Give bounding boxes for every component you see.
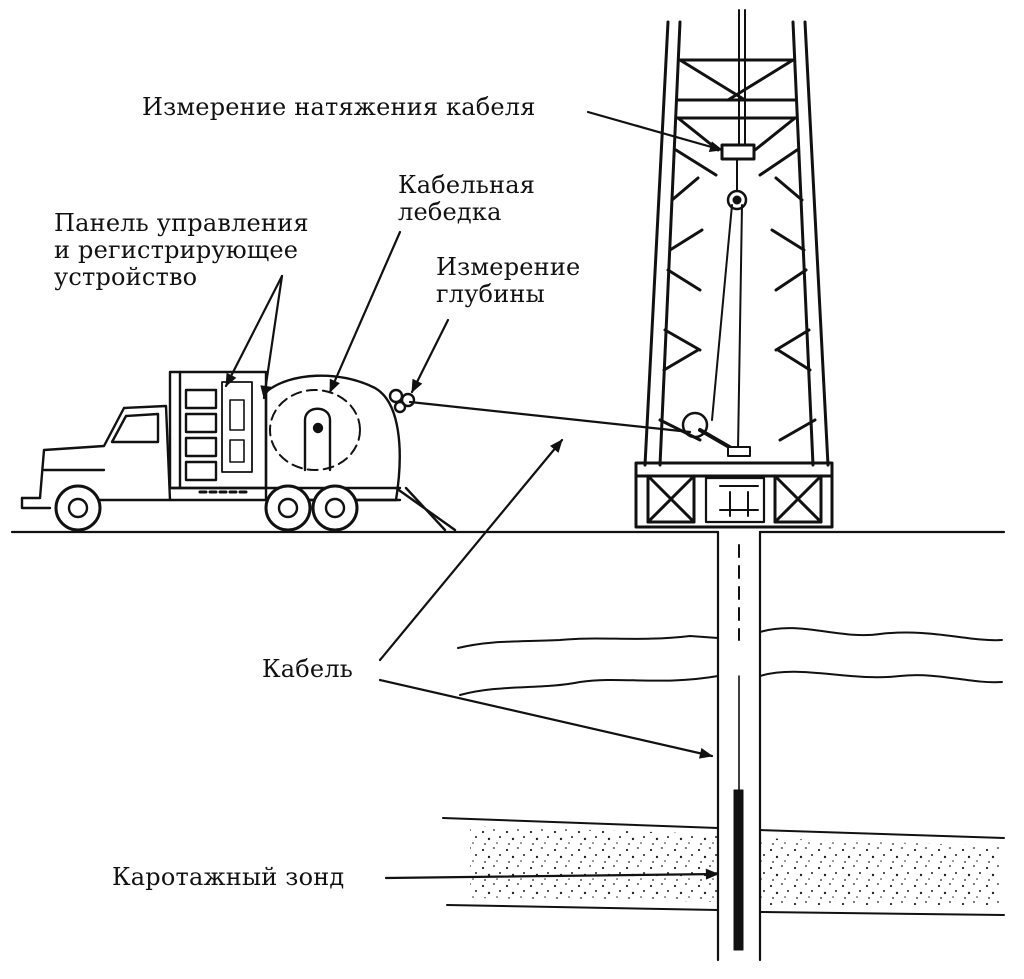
label-cable: Кабель: [262, 655, 354, 683]
label-cable-tension: Измерение натяжения кабеля: [142, 93, 536, 121]
borehole: [716, 530, 762, 962]
label-cable-winch: Кабельная лебедка: [398, 171, 536, 226]
arrow-cable-downhole: [378, 678, 714, 759]
label-logging-probe: Каротажный зонд: [112, 863, 345, 891]
arrow-cable-winch: [328, 230, 402, 394]
arrow-cable-surface: [378, 438, 564, 662]
leader-arrows: [224, 110, 724, 880]
derrick-tower: [643, 9, 830, 467]
label-control-panel: Панель управления и регистрирующее устро…: [54, 209, 309, 291]
label-depth-measurement: Измерение глубины: [436, 253, 581, 308]
surface-cable: [408, 400, 692, 434]
rig-substructure: [634, 461, 834, 529]
arrow-cable-tension: [586, 110, 724, 152]
arrow-control-panel-2: [260, 274, 284, 400]
arrow-depth-measurement: [410, 318, 450, 394]
arrow-logging-probe: [384, 868, 720, 880]
arrow-control-panel-1: [224, 274, 284, 388]
logging-probe: [733, 675, 744, 951]
logging-truck: [20, 370, 457, 532]
formation-layers: [442, 627, 1005, 916]
